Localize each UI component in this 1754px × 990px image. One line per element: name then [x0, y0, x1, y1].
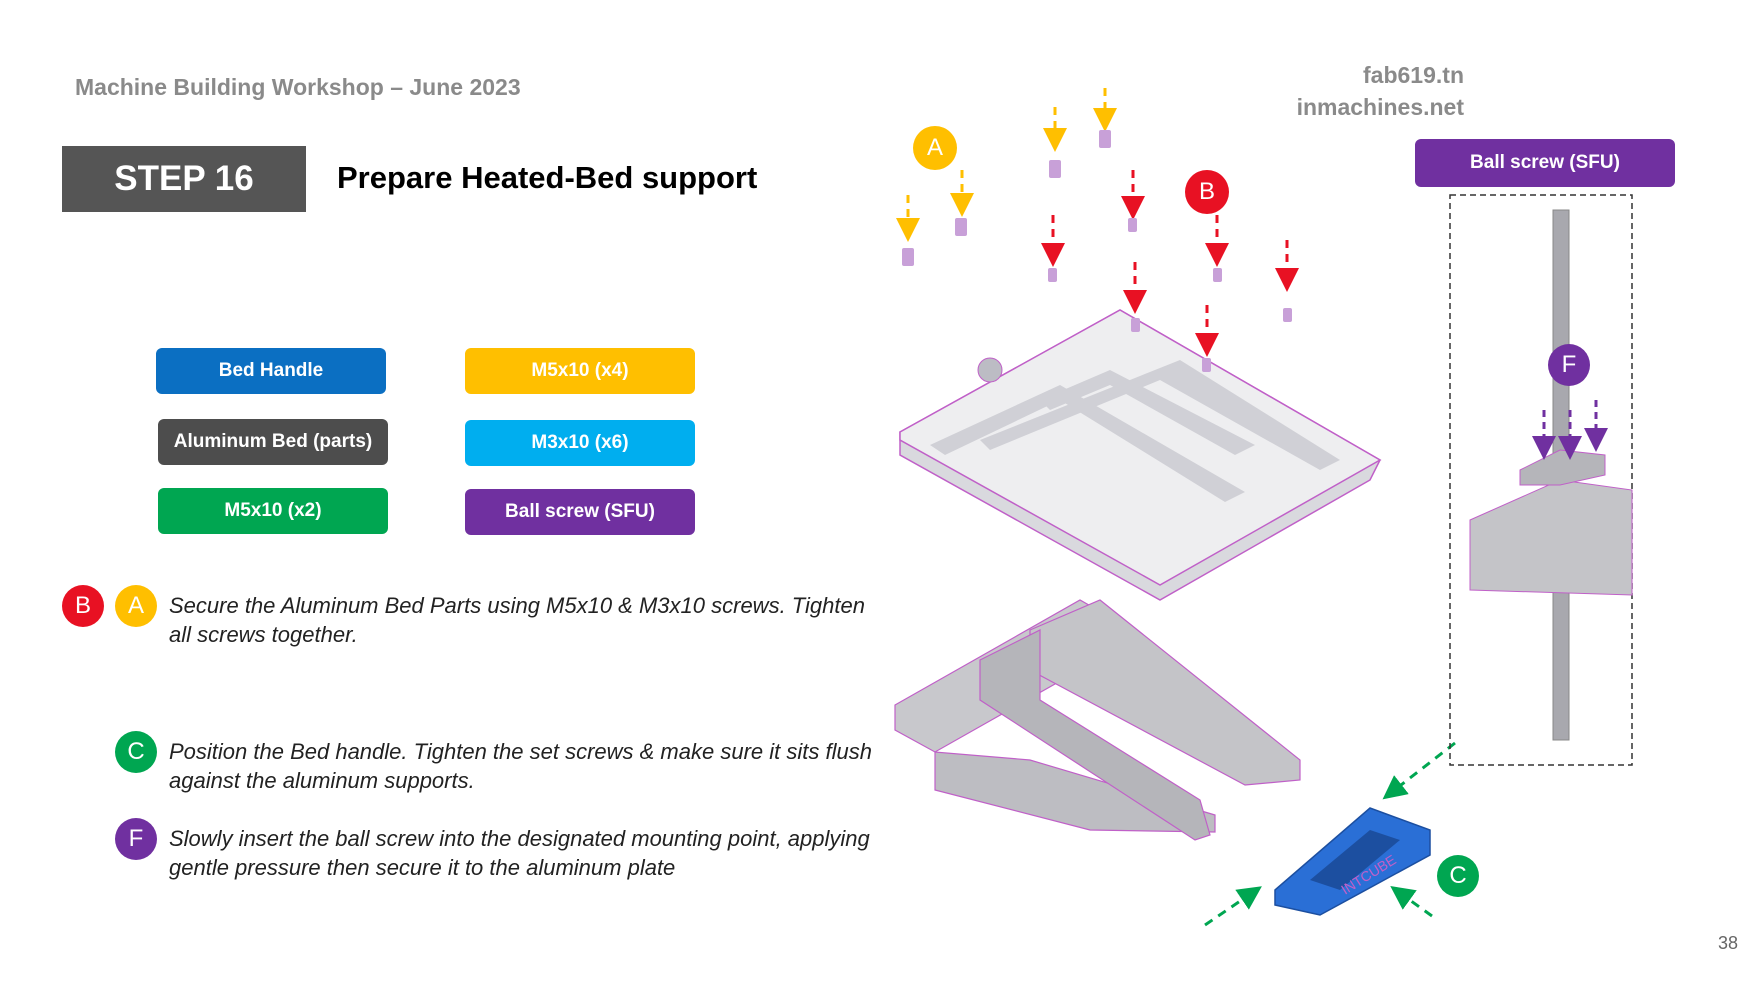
- step-title: Prepare Heated-Bed support: [337, 160, 758, 195]
- legend-bed-handle: Bed Handle: [156, 348, 386, 394]
- instruction-secure-bed: Secure the Aluminum Bed Parts using M5x1…: [169, 593, 865, 647]
- page-number: 38: [1717, 933, 1738, 953]
- workshop-title: Machine Building Workshop – June 2023: [75, 74, 521, 100]
- legend-m3x10-x6: M3x10 (x6): [465, 420, 695, 466]
- diagram-label-a: A: [913, 126, 957, 170]
- bed-handle: INTCUBE: [1274, 807, 1431, 916]
- badge-a: A: [115, 585, 157, 627]
- detail-frame: [1449, 194, 1633, 766]
- legend-m5x10-x2: M5x10 (x2): [158, 488, 388, 534]
- legend-aluminum-bed: Aluminum Bed (parts): [158, 419, 388, 465]
- screws-m5x10: [896, 88, 1117, 266]
- step-badge: STEP 16: [62, 146, 306, 212]
- instruction-insert-ballscrew: Slowly insert the ball screw into the de…: [169, 826, 870, 880]
- detail-ball-screw-label: Ball screw (SFU): [1415, 139, 1675, 187]
- aluminum-plate: [899, 309, 1382, 601]
- badge-b: B: [62, 585, 104, 627]
- diagram-label-f: F: [1548, 344, 1590, 386]
- site-link-fab619: fab619.tn: [1363, 62, 1464, 88]
- legend-m5x10-x4: M5x10 (x4): [465, 348, 695, 394]
- badge-f: F: [115, 818, 157, 860]
- diagram-label-b: B: [1185, 170, 1229, 214]
- bed-supports: [894, 599, 1301, 841]
- legend-ball-screw: Ball screw (SFU): [465, 489, 695, 535]
- diagram-label-c: C: [1437, 855, 1479, 897]
- screws-m3x10: [1041, 170, 1299, 372]
- site-link-inmachines: inmachines.net: [1296, 94, 1464, 120]
- badge-c: C: [115, 731, 157, 773]
- instruction-position-handle: Position the Bed handle. Tighten the set…: [169, 739, 872, 793]
